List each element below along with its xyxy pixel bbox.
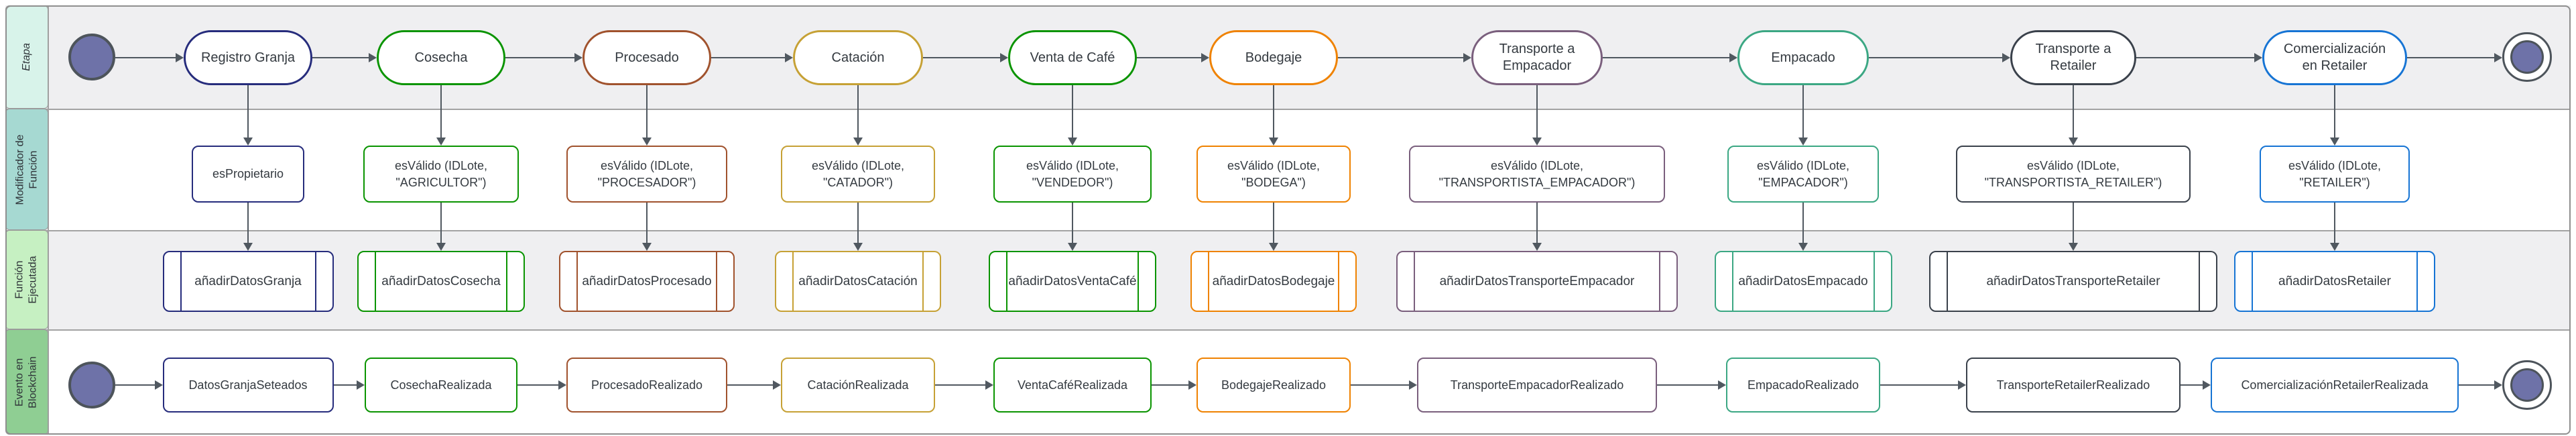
end-circle-inner: [2510, 368, 2544, 402]
flow-arrow-evento: [2459, 380, 2502, 390]
flow-arrow-evento: [1152, 380, 1197, 390]
end-circle-evento: [2502, 360, 2552, 410]
end-circle-etapa: [2502, 32, 2552, 82]
flow-arrow-evento: [2181, 380, 2211, 390]
lane-label-evento-en-blockchain: Evento en Blockchain: [5, 329, 48, 435]
flow-arrow-etapa: [711, 53, 793, 62]
start-circle-etapa: [68, 34, 115, 80]
lane-label-text: Modificador de Función: [14, 134, 40, 205]
flow-arrow-etapa: [923, 53, 1008, 62]
lane-label-etapa: Etapa: [5, 5, 48, 109]
flow-arrow-evento: [1657, 380, 1726, 390]
lane-label-text: Función Ejecutada: [14, 256, 40, 304]
lane-label-text: Etapa: [21, 43, 32, 71]
lane-label-text: Evento en Blockchain: [14, 356, 39, 408]
end-circle-inner: [2510, 40, 2544, 74]
lane-label-modificador-de-funcion: Modificador de Función: [5, 109, 48, 230]
flow-arrow-evento: [334, 380, 365, 390]
flow-arrow-etapa: [505, 53, 582, 62]
start-circle-evento: [68, 362, 115, 408]
flow-arrow-etapa: [1338, 53, 1471, 62]
flow-arrow-etapa: [1869, 53, 2010, 62]
flow-arrow-etapa: [2136, 53, 2262, 62]
flow-arrow-etapa: [115, 53, 184, 62]
flow-arrow-etapa: [312, 53, 377, 62]
lane-row-evento: [5, 329, 2571, 435]
flow-arrow-evento: [517, 380, 566, 390]
lane-row-modificador: [5, 109, 2571, 230]
flow-arrow-etapa: [1137, 53, 1209, 62]
lane-row-funcion: [5, 230, 2571, 329]
flow-arrow-evento: [935, 380, 993, 390]
flow-arrow-etapa: [1603, 53, 1737, 62]
flow-arrow-evento: [1880, 380, 1966, 390]
flow-arrow-evento: [115, 380, 163, 390]
flow-arrow-etapa: [2407, 53, 2502, 62]
flow-arrow-evento: [727, 380, 781, 390]
lane-label-divider: [48, 5, 49, 435]
flow-arrow-evento: [1351, 380, 1417, 390]
lane-label-funcion-ejecutada: Función Ejecutada: [5, 230, 48, 329]
